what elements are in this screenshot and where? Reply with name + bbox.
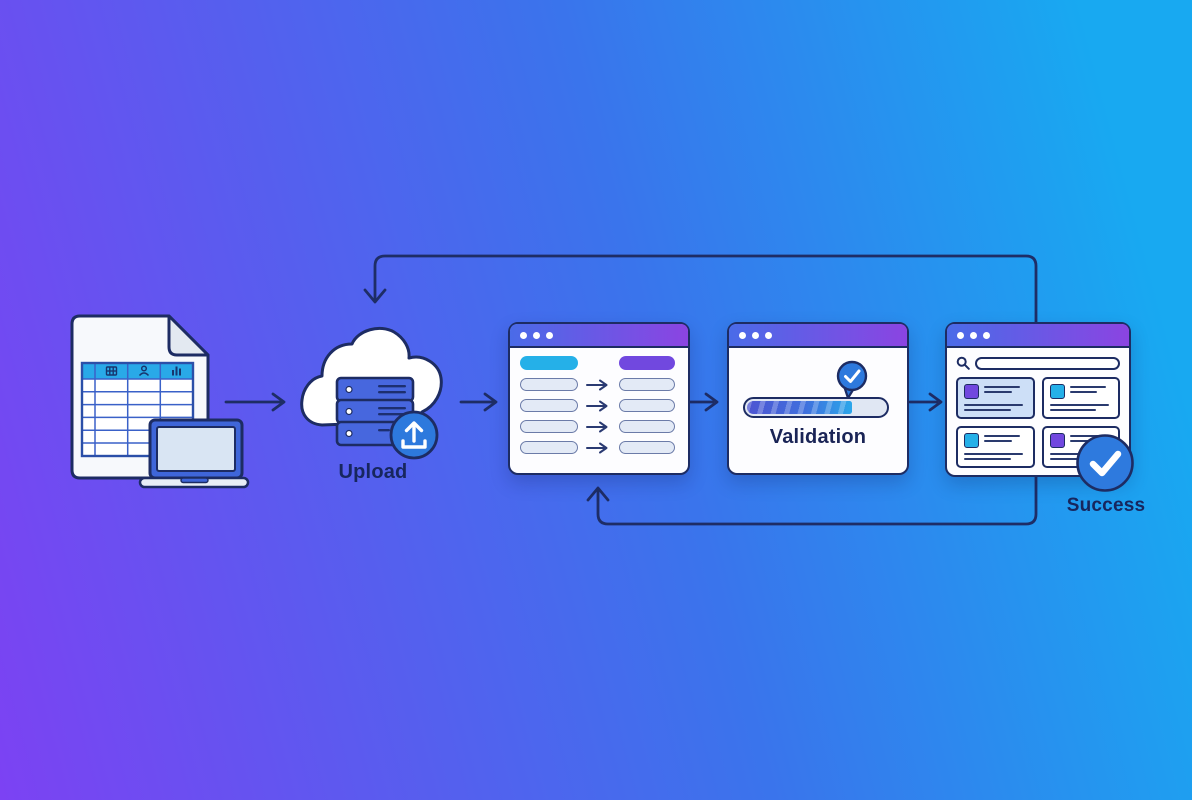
success-label: Success (1066, 495, 1146, 516)
upload-arrow-icon (401, 421, 427, 449)
text-line (1049, 404, 1109, 406)
result-card (956, 377, 1035, 419)
card-thumbnail (1049, 433, 1065, 448)
mapping-body (510, 348, 688, 462)
laptop-notch (180, 477, 209, 484)
arrow-file-to-upload-icon (224, 392, 286, 412)
arrowhead-to-upload-icon (363, 288, 387, 304)
validation-label: Validation (769, 426, 867, 448)
map-arrow-icon (585, 442, 607, 453)
map-arrow-icon (585, 421, 607, 432)
mapping-row (520, 441, 675, 454)
mapping-row (520, 399, 675, 412)
cloud-upload-illustration (300, 327, 443, 460)
window-control-dot (520, 331, 527, 339)
validation-body: Validation (729, 348, 907, 470)
text-line (1069, 391, 1098, 393)
window-control-dot (983, 331, 990, 339)
target-field-pill (619, 420, 675, 433)
arrow-mapping-to-validation-icon (688, 392, 719, 412)
source-field-pill (520, 441, 578, 454)
mapping-header-row (520, 356, 675, 370)
server-stack-icon (335, 376, 415, 447)
mapping-row (520, 378, 675, 391)
user-icon (138, 365, 150, 377)
progress-bar (743, 397, 889, 418)
text-line (984, 440, 1012, 442)
window-titlebar (729, 324, 907, 348)
progress-fill (747, 401, 853, 414)
text-line (964, 458, 1011, 460)
upload-badge (389, 410, 439, 460)
card-thumbnail (964, 384, 979, 399)
check-icon (844, 369, 861, 383)
text-line (964, 453, 1024, 455)
window-control-dot (752, 331, 759, 339)
result-card (956, 426, 1035, 468)
results-window (945, 322, 1134, 492)
source-column-header (520, 356, 578, 370)
laptop-screen (156, 426, 236, 472)
arrowhead-to-mapping-icon (586, 486, 610, 502)
map-arrow-icon (585, 400, 607, 411)
window-titlebar (947, 324, 1129, 348)
arrow-upload-to-mapping-icon (459, 392, 498, 412)
text-line (984, 391, 1012, 393)
check-bubble (836, 360, 868, 400)
text-line (1049, 409, 1097, 411)
folded-corner (167, 314, 210, 357)
mapping-row (520, 420, 675, 433)
check-icon (1089, 450, 1122, 477)
source-field-pill (520, 378, 578, 391)
source-field-pill (520, 420, 578, 433)
target-field-pill (619, 441, 675, 454)
text-line (984, 386, 1021, 388)
card-thumbnail (964, 433, 979, 448)
feedback-loop-line (373, 254, 1038, 526)
target-field-pill (619, 399, 675, 412)
window-control-dot (739, 331, 746, 339)
window-control-dot (957, 331, 964, 339)
search-icon (956, 356, 970, 370)
result-card (1041, 377, 1120, 419)
validation-window: Validation (727, 322, 909, 475)
text-line (964, 404, 1024, 406)
success-badge (1076, 434, 1134, 492)
text-line (964, 409, 1011, 411)
search-bar (975, 356, 1120, 370)
window-control-dot (765, 331, 772, 339)
field-mapping-window (508, 322, 690, 475)
text-line (1049, 458, 1097, 460)
laptop-illustration (138, 418, 250, 489)
table-grid-icon (105, 366, 118, 376)
source-field-pill (520, 399, 578, 412)
window-titlebar (510, 324, 688, 348)
spreadsheet-file-illustration (70, 314, 250, 489)
window-control-dot (533, 331, 540, 339)
target-column-header (619, 356, 675, 370)
target-field-pill (619, 378, 675, 391)
upload-label: Upload (338, 461, 408, 483)
window-control-dot (970, 331, 977, 339)
map-arrow-icon (585, 379, 607, 390)
arrow-validation-to-success-icon (908, 392, 943, 412)
bar-chart-icon (172, 366, 181, 376)
search-row (956, 356, 1120, 370)
text-line (1069, 440, 1098, 442)
text-line (1069, 386, 1106, 388)
window-control-dot (546, 331, 553, 339)
text-line (1069, 435, 1106, 437)
text-line (984, 435, 1021, 437)
card-thumbnail (1049, 384, 1065, 399)
